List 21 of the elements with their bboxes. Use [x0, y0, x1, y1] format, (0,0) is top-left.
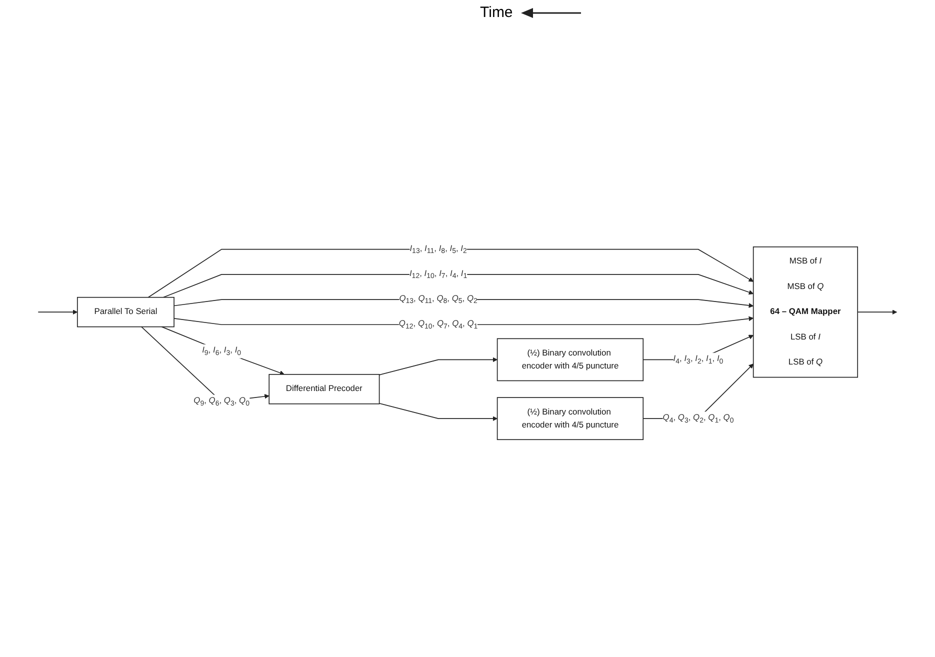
edge-label: Q$_{13}$, Q$_{11}$, Q$_{8}$, Q$_{5}$, Q$_{2}$	[399, 294, 478, 305]
time-label: Time	[480, 4, 513, 21]
edge-label: I$_{9}$, I$_{6}$, I$_{3}$, I$_{0}$	[202, 345, 242, 357]
node-box: (½) Binary convolution encoder with 4/5 puncture	[496, 338, 644, 382]
node-box: Differential Precoder	[268, 374, 380, 404]
arrow	[857, 310, 898, 315]
arrow	[162, 274, 754, 298]
edge-label: Q$_{12}$, Q$_{10}$, Q$_{7}$, Q$_{4}$, Q$_{1}$	[398, 318, 478, 330]
arrow	[378, 357, 498, 376]
node-box: (½) Binary convolution encoder with 4/5 puncture	[496, 397, 644, 440]
edge-label: Q$_{4}$, Q$_{3}$, Q$_{2}$, Q$_{1}$, Q$_{0}$	[662, 412, 734, 424]
arrow	[378, 402, 498, 422]
arrow	[38, 310, 78, 315]
arrow	[148, 248, 754, 298]
node-box: Parallel To Serial	[76, 296, 174, 328]
arrow	[161, 326, 285, 376]
node-box: MSB of I MSB of Q 64 – QAM Mapper LSB of I LSB of Q	[752, 246, 858, 378]
edge-label: I$_{12}$, I$_{10}$, I$_{7}$, I$_{4}$, I$_{1}$	[409, 268, 468, 280]
edge-label: Q$_{9}$, Q$_{6}$, Q$_{3}$, Q$_{0}$	[194, 396, 250, 408]
edge-label: I$_{13}$, I$_{11}$, I$_{8}$, I$_{5}$, I$_{2}$	[410, 244, 467, 255]
edge-label: I$_{4}$, I$_{3}$, I$_{2}$, I$_{1}$, I$_{0}$	[673, 354, 724, 366]
